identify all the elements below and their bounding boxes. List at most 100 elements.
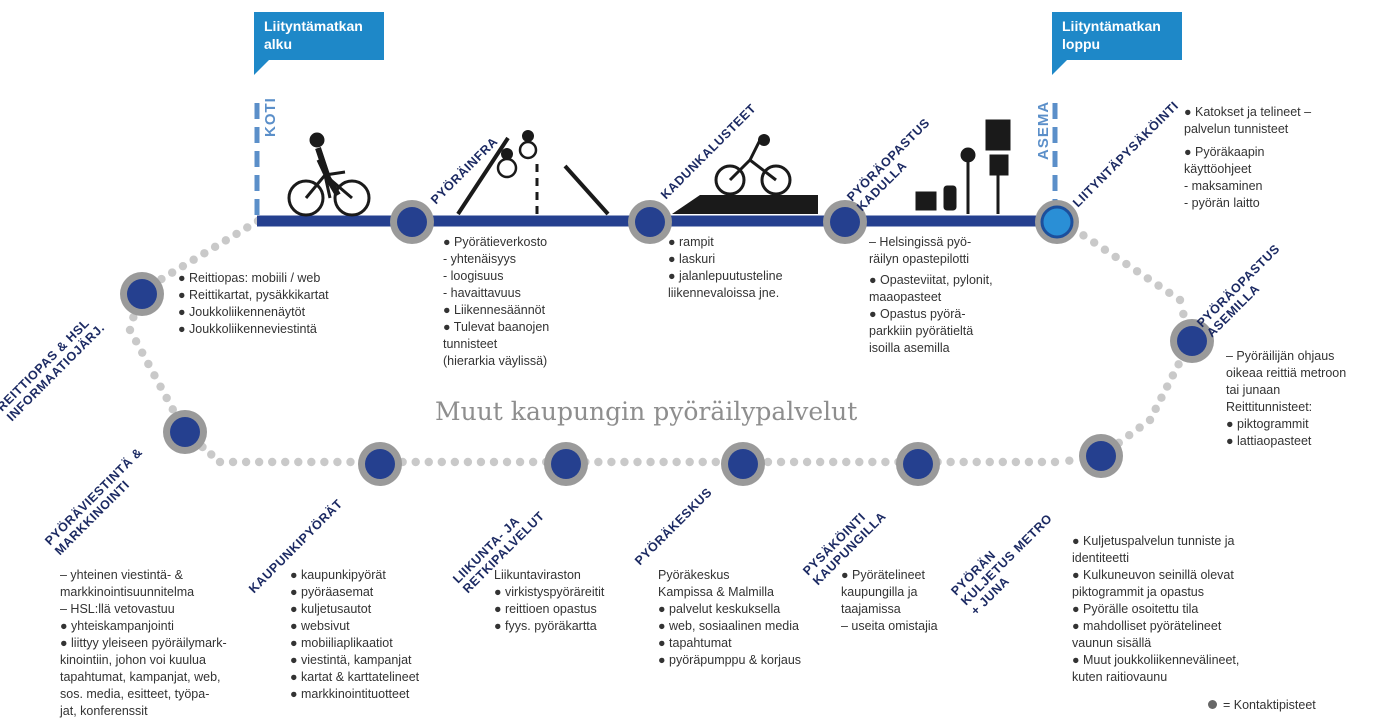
loop-dot: [489, 457, 499, 467]
desc-line: ● laskuri: [668, 252, 716, 266]
node-core: [551, 449, 581, 479]
desc-line: ● tapahtumat: [658, 636, 732, 650]
desc-line: ● Pyörälle osoitettu tila: [1072, 602, 1199, 616]
desc-line: ● web, sosiaalinen media: [658, 619, 799, 633]
station-label: ASEMA: [1035, 100, 1052, 160]
contact-node-bike-centre: [721, 442, 765, 486]
loop-dot: [162, 393, 171, 403]
desc-line: tapahtumat, kampanjat, web,: [60, 670, 221, 684]
loop-dot: [125, 325, 135, 335]
loop-dot: [254, 457, 264, 467]
node-core: [728, 449, 758, 479]
contact-node-transport: [1079, 434, 1123, 478]
street-signs-icon: [915, 119, 1011, 214]
loop-dot: [528, 457, 538, 467]
center-title: Muut kaupungin pyöräilypalvelut: [435, 397, 858, 426]
loop-dot: [711, 457, 720, 467]
loop-dot: [168, 405, 177, 414]
loop-dot: [620, 457, 629, 467]
desc-line: kaupungilla ja: [841, 585, 918, 599]
desc-line: Liikuntaviraston: [494, 568, 581, 582]
loop-dot: [972, 457, 981, 467]
desc-line: ● Pyöräkaapin: [1184, 145, 1265, 159]
desc-sport-outdoor: Liikuntaviraston ● virkistyspyöräreitit …: [494, 567, 604, 635]
loop-dot: [594, 457, 603, 467]
desc-line: ● yhteiskampanjointi: [60, 619, 174, 633]
contact-node-communication: [163, 410, 207, 454]
node-core: [635, 207, 665, 237]
loop-dot: [763, 457, 773, 467]
desc-line: - maksaminen: [1184, 179, 1263, 193]
loop-dot: [200, 249, 209, 258]
loop-dot: [1179, 309, 1188, 319]
loop-dot: [281, 457, 290, 467]
loop-dot: [167, 268, 177, 277]
loop-dot: [946, 457, 955, 467]
desc-line: Reittitunnisteet:: [1226, 400, 1313, 414]
loop-dot: [150, 371, 159, 380]
loop-dot: [633, 457, 642, 467]
desc-line: ● Tulevat baanojen: [443, 320, 550, 334]
desc-city-parking: ● Pyörätelineet kaupungilla ja taajamiss…: [841, 567, 938, 635]
desc-line: tai junaan: [1226, 383, 1281, 397]
loop-dot: [1024, 457, 1034, 467]
loop-dot: [144, 359, 153, 369]
callout-tail: [1052, 59, 1068, 75]
desc-line: - pyörän laitto: [1184, 196, 1260, 210]
loop-dot: [424, 457, 433, 467]
legend: = Kontaktipisteet: [1208, 698, 1316, 712]
desc-line: parkkiin pyörätieltä: [869, 324, 974, 338]
loop-dot: [131, 337, 141, 346]
desc-line: ● liittyy yleiseen pyöräilymark-: [60, 636, 227, 650]
desc-line: ● pyöräasemat: [290, 585, 374, 599]
loop-dot: [320, 457, 329, 467]
loop-dot: [1122, 259, 1131, 269]
desc-line: ● palvelut keskuksella: [658, 602, 781, 616]
desc-bike-centre: Pyöräkeskus Kampissa & Malmilla ● palvel…: [658, 567, 801, 669]
desc-line: isoilla asemilla: [869, 341, 950, 355]
desc-park-and-ride: ● Katokset ja telineet – palvelun tunnis…: [1184, 104, 1311, 212]
desc-line: taajamissa: [841, 602, 901, 616]
loop-dot: [228, 457, 238, 467]
loop-dot: [959, 457, 968, 467]
desc-line: – Pyöräilijän ohjaus: [1226, 349, 1335, 363]
contact-node-bike-infra: [390, 200, 434, 244]
loop-dot: [607, 457, 616, 467]
loop-dot: [333, 457, 342, 467]
desc-line: ● lattiaopasteet: [1226, 434, 1312, 448]
loop-dot: [178, 261, 188, 271]
loop-dot: [189, 255, 198, 264]
contact-node-city-parking: [896, 442, 940, 486]
loop-dot: [659, 457, 668, 467]
loop-dot: [502, 457, 512, 467]
desc-line: (hierarkia väylissä): [443, 354, 548, 368]
desc-street-wayfinding: – Helsingissä pyö- räilyn opastepilotti …: [869, 234, 993, 357]
desc-line: ● Opastus pyörä-: [869, 307, 966, 321]
callout-tail: [254, 59, 270, 75]
node-core: [830, 207, 860, 237]
desc-line: jat, konferenssit: [60, 704, 148, 718]
loop-dot: [243, 223, 252, 232]
loop-dot: [1157, 393, 1166, 402]
journey-start-label: Liityntämatkan alku: [264, 18, 363, 52]
loop-dot: [267, 457, 277, 467]
contact-node-journey-planner: [120, 272, 164, 316]
desc-line: ● Pyörätelineet: [841, 568, 925, 582]
desc-street-furniture: ● rampit ● laskuri ● jalanlepuutusteline…: [668, 234, 783, 302]
loop-dot: [1065, 456, 1074, 465]
desc-line: liikennevaloissa jne.: [668, 286, 780, 300]
loop-dot: [1162, 382, 1172, 391]
loop-dot: [221, 236, 231, 245]
desc-transport: ● Kuljetuspalvelun tunniste ja identitee…: [1072, 533, 1239, 686]
desc-line: - havaittavuus: [443, 286, 521, 300]
desc-line: maaopasteet: [869, 290, 942, 304]
journey-start-callout: Liityntämatkan alku: [254, 12, 384, 75]
desc-line: ● markkinointituotteet: [290, 687, 410, 701]
loop-dot: [515, 457, 525, 467]
desc-line: räilyn opastepilotti: [869, 252, 970, 266]
desc-line: piktogrammit ja opastus: [1072, 585, 1205, 599]
loop-dot: [855, 457, 864, 467]
loop-dot: [1111, 252, 1120, 262]
desc-line: ● mahdolliset pyörätelineet: [1072, 619, 1222, 633]
